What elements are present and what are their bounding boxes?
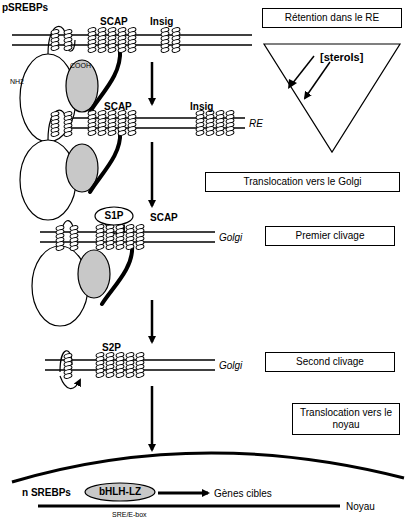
helix-coil [88,47,97,53]
node-text: [sterols] [320,51,363,63]
bhlh-ellipse: bHLH-LZ [84,482,156,502]
terminus-label: NH2 [10,78,24,86]
protein-label: SCAP [104,101,132,112]
step-box: Premier clivage [265,226,395,246]
transcription-arrow [158,492,208,495]
scap-tail [90,50,132,304]
title-label: pSREBPs [2,2,48,13]
helix-coil [106,244,115,250]
protease-label: S2P [102,342,121,353]
triangle-shape [264,44,400,152]
helix-coil [96,372,105,378]
srebp-domains [20,54,110,326]
node-text: S1P [105,210,124,221]
node-text: Second clivage [270,356,390,368]
terminus-label: COOH [70,62,91,70]
protein-label: SCAP [100,16,128,27]
sterol-triangle: [sterols] [262,42,402,154]
helix-coil [128,47,137,53]
helix-coil [116,372,125,378]
node-text: Translocation vers le noyau [297,407,395,431]
step-box: Translocation vers le Golgi [205,172,400,192]
step-box: Rétention dans le RE [262,8,402,28]
helix-coil [172,47,181,53]
helix-coil [116,244,125,250]
helix-coil [108,130,117,136]
helix-coil [96,244,105,250]
helix-coil [51,45,60,51]
nuclear-envelope [12,453,404,482]
protease-ellipse: S1P [94,206,134,226]
flow-arrows [152,62,330,450]
dna-line [38,505,340,508]
protein-label: Insig [190,101,213,112]
compartment-label: Golgi [219,232,242,243]
helix-coil [64,131,73,137]
helix-coil [51,131,60,137]
compartment-label: Golgi [219,360,242,371]
gene-label: Gènes cibles [214,488,272,499]
element-label: SRE/E-box [112,511,147,519]
ellipse-shape [95,207,133,225]
helix-coil [64,45,73,51]
decrease-arrow [292,56,314,84]
helix-coil [196,130,205,136]
helix-coil [106,372,115,378]
node-text: Rétention dans le RE [267,12,397,24]
node-text: Translocation vers le Golgi [210,176,395,188]
membranes [12,35,252,370]
helix-coil [136,372,145,378]
helix-coil [118,47,127,53]
node-text: bHLH-LZ [99,486,141,497]
helix-coil [108,47,117,53]
helix-coil [98,130,107,136]
helix-coil [126,372,135,378]
step-box: Second clivage [265,352,395,372]
helix-coil [56,245,65,251]
arrow-head [288,79,297,89]
protein-label: n SREBPs [22,487,71,498]
helix-coil [226,130,235,136]
helix-coil [161,47,170,53]
helix-coil [64,373,73,379]
transmembrane-helices [51,27,235,379]
compartment-label: Noyau [346,501,375,512]
ellipse-shape [85,483,155,501]
helix-coil [118,130,127,136]
helix-coil [216,130,225,136]
helix-coil [88,130,97,136]
node-text: Premier clivage [270,230,390,242]
helix-coil [128,130,137,136]
protein-label: Insig [150,16,173,27]
helix-coil [126,244,135,250]
helix-coil [70,245,79,251]
step-box: Translocation vers le noyau [292,403,400,435]
helix-coil [206,130,215,136]
protein-label: SCAP [150,212,178,223]
helix-coil [98,47,107,53]
compartment-label: RE [249,118,263,129]
helix-coil [136,244,145,250]
